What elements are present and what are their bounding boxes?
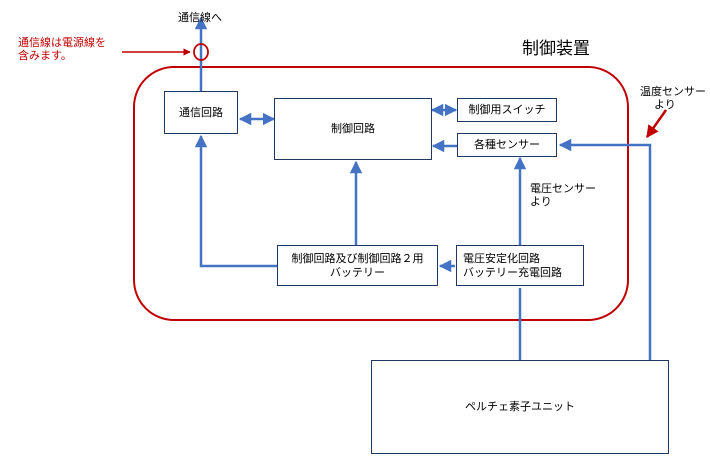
sensors-block: 各種センサー [457, 133, 557, 157]
peltier-unit-block: ペルチェ素子ユニット [371, 360, 669, 454]
battery-label-1: 制御回路及び制御回路２用 [291, 251, 424, 265]
battery-comm-link [194, 134, 277, 268]
peltier-unit-label: ペルチェ素子ユニット [465, 400, 575, 413]
control-switch-block: 制御用スイッチ [457, 98, 557, 122]
control-switch-label: 制御用スイッチ [468, 103, 546, 116]
regulator-label-1: 電圧安定化回路 [463, 251, 540, 265]
comm-line-circle [193, 43, 209, 61]
control-circuit-block: 制御回路 [274, 98, 432, 160]
comm-circuit-label: 通信回路 [179, 105, 223, 119]
battery-label-2: バッテリー [330, 265, 385, 279]
voltage-sensor-label-1: 電圧センサー [530, 182, 596, 195]
control-circuit-label: 制御回路 [331, 122, 375, 135]
control-device-title: 制御装置 [522, 39, 590, 59]
battery-block: 制御回路及び制御回路２用 バッテリー [277, 245, 438, 286]
comm-line-label: 通信線へ [178, 11, 222, 24]
voltage-sensor-label-2: より [530, 195, 552, 208]
note-line-1: 通信線は電源線を [18, 36, 106, 49]
note-line-2: 含みます。 [18, 49, 72, 62]
regulator-label-2: バッテリー充電回路 [463, 265, 562, 279]
temp-sensor-arrow [645, 109, 668, 139]
temp-sensor-label-1: 温度センサー [640, 85, 706, 98]
temp-sensor-label-2: より [654, 98, 676, 111]
control-device-frame [133, 66, 629, 321]
temperature-sensor-link [558, 138, 652, 360]
regulator-block: 電圧安定化回路 バッテリー充電回路 [456, 245, 584, 286]
sensors-label: 各種センサー [474, 138, 540, 151]
comm-circuit-block: 通信回路 [164, 91, 238, 134]
